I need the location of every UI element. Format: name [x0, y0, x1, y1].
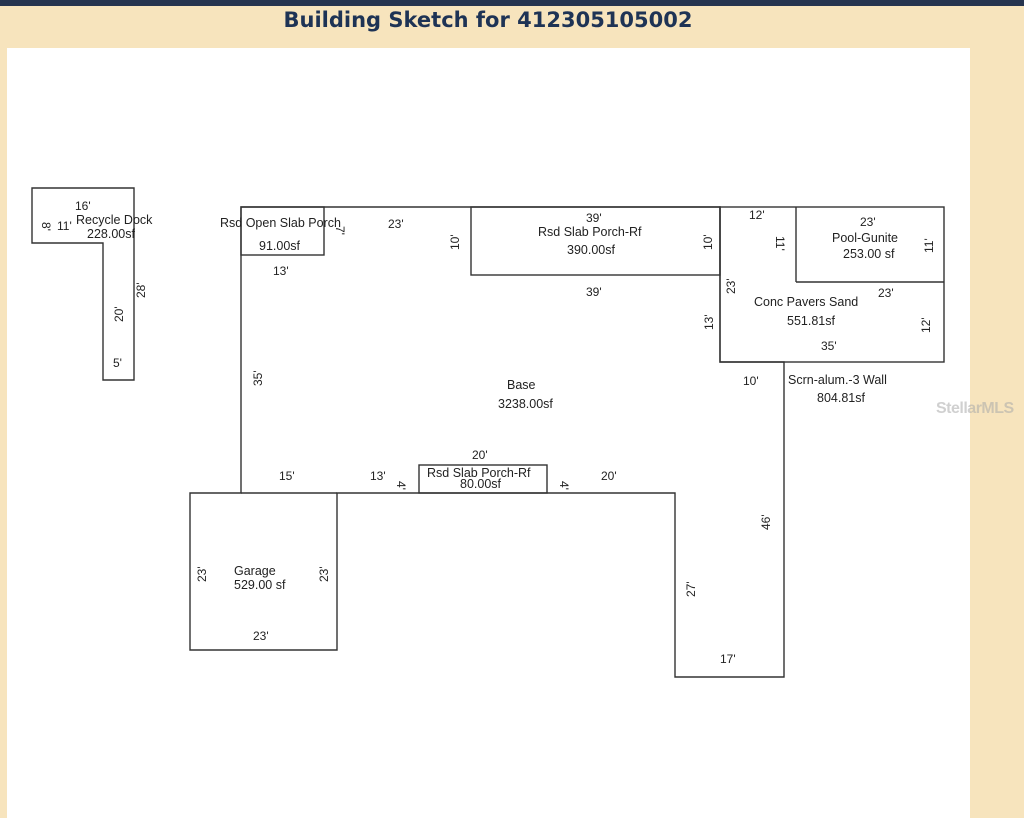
area-size: 390.00sf: [567, 243, 615, 257]
area-name: Pool-Gunite: [832, 231, 898, 245]
area-size: 228.00sf: [87, 227, 135, 241]
dimension-label: 23': [195, 566, 209, 582]
dimension-label: 16': [75, 199, 91, 213]
area-name: Recycle Dock: [76, 213, 153, 227]
slab-porch-front-outline: [418, 464, 548, 494]
dimension-label: 23': [724, 278, 738, 294]
area-size: 91.00sf: [259, 239, 301, 253]
area-size: 253.00 sf: [843, 247, 895, 261]
area-size: 80.00sf: [460, 477, 502, 491]
dimension-label: 10': [701, 234, 715, 250]
watermark: StellarMLS: [936, 400, 1014, 417]
dimension-label: 39': [586, 211, 602, 225]
dimension-label: 20': [112, 306, 126, 322]
dimension-label: 11': [773, 236, 787, 251]
dimension-label: 10': [448, 234, 462, 250]
area-size: 529.00 sf: [234, 578, 286, 592]
area-size: 3238.00sf: [498, 397, 553, 411]
dimension-label: 12': [919, 317, 933, 333]
area-name: Rsd Slab Porch-Rf: [427, 466, 531, 480]
dimension-label: 23': [253, 629, 269, 643]
area-name: Scrn-alum.-3 Wall: [788, 373, 887, 387]
dimension-label: 5': [113, 356, 122, 370]
dimension-label: 13': [702, 314, 716, 330]
dimension-label: 4': [394, 481, 408, 490]
area-size: 804.81sf: [817, 391, 865, 405]
dimension-label: 15': [279, 469, 295, 483]
area-name: Garage: [234, 564, 276, 578]
dimension-label: 13': [370, 469, 386, 483]
dimension-label: 20': [601, 469, 617, 483]
area-size: 551.81sf: [787, 314, 835, 328]
page-title: Building Sketch for 412305105002: [283, 8, 693, 32]
dimension-label: 23': [388, 217, 404, 231]
dimension-label: 27': [684, 581, 698, 597]
dimension-label: 39': [586, 285, 602, 299]
dimension-label: 13': [273, 264, 289, 278]
dimension-label: 10': [743, 374, 759, 388]
dimension-label: 12': [749, 208, 765, 222]
dimension-label: 17': [720, 652, 736, 666]
dimension-label: 23': [860, 215, 876, 229]
open-slab-porch-outline: [240, 206, 325, 256]
dimension-label: 20': [472, 448, 488, 462]
sketch-canvas: Recycle Dock 228.00sf Rsd Open Slab Porc…: [7, 48, 970, 818]
area-name: Conc Pavers Sand: [754, 295, 858, 309]
pool-outer-outline: [719, 206, 945, 363]
recycle-dock-outline: [31, 187, 135, 381]
dimension-label: 35': [251, 370, 265, 386]
dimension-label: 35': [821, 339, 837, 353]
dimension-label: 8': [39, 222, 53, 231]
dimension-label: 28': [134, 282, 148, 298]
area-name: Rsd Slab Porch-Rf: [538, 225, 642, 239]
dimension-label: 46': [759, 514, 773, 530]
dimension-label: 11': [57, 219, 72, 233]
area-name: Rsd Open Slab Porch: [220, 216, 341, 230]
dimension-label: 4': [557, 481, 571, 490]
dimension-label: 11': [922, 238, 936, 253]
dimension-label: 23': [317, 566, 331, 582]
building-sketch: Recycle Dock 228.00sf Rsd Open Slab Porc…: [31, 187, 945, 678]
top-border-bar: [0, 0, 1024, 6]
area-name: Base: [507, 378, 536, 392]
dimension-label: 23': [878, 286, 894, 300]
dimension-label: 7': [333, 226, 347, 235]
